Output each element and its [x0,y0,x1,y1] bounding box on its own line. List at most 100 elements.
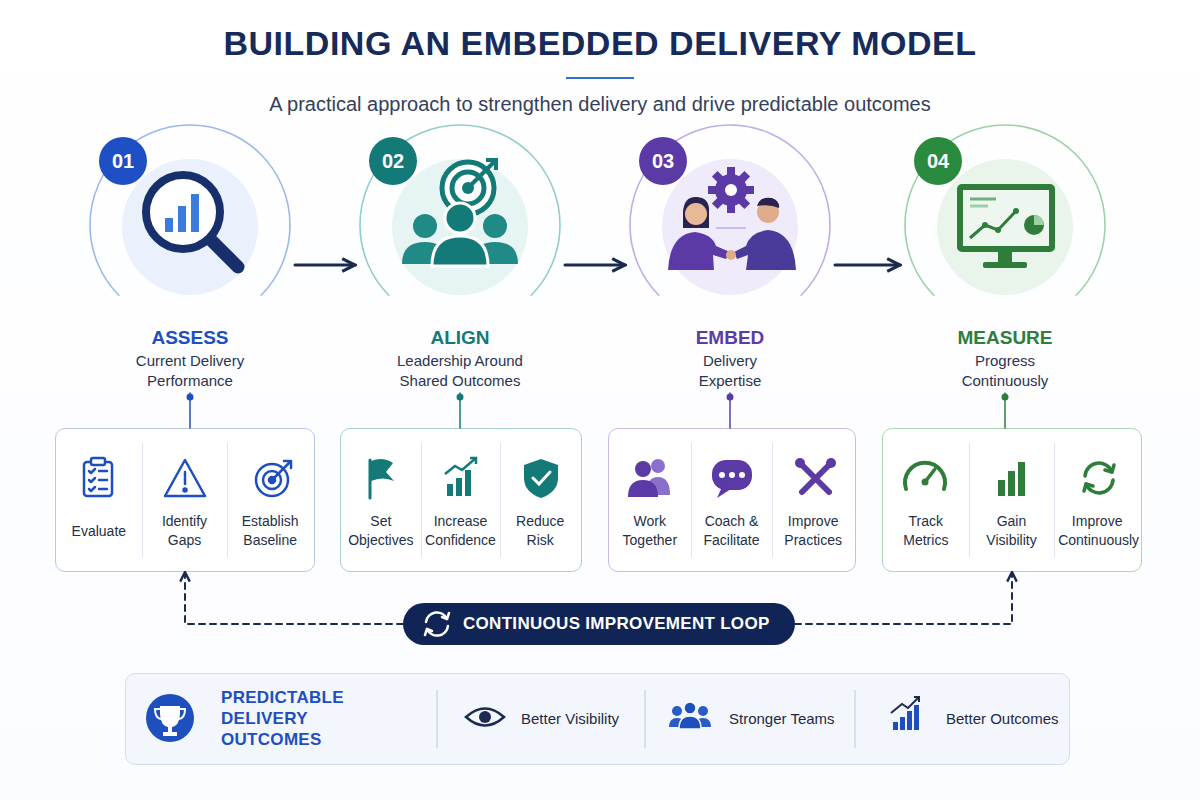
title-underline-part [566,77,634,79]
activity-label: Identify Gaps [145,512,223,550]
stage-heading: EMBED [625,327,835,349]
connector [187,393,194,428]
diagram-title: BUILDING AN EMBEDDED DELIVERY MODEL [0,24,1200,63]
step-number: 02 [382,150,404,173]
connector [457,393,464,428]
activity-label: Gain Visibility [972,512,1050,550]
cell-divider [500,443,501,557]
outcome-item: Better Outcomes [946,710,1059,727]
outcome-cell: PREDICTABLE DELIVERY OUTCOMES [221,674,411,763]
outcome-item: Stronger Teams [729,710,835,727]
activity-cell: Work Together [609,505,691,557]
outcome-cell: Better Visibility [521,674,671,763]
activity-label: Improve Continuously [1058,512,1136,550]
stage-arc-part [662,159,798,295]
outcome-band: PREDICTABLE DELIVERY OUTCOMES Better Visi… [125,673,1070,765]
connector [185,572,403,624]
stage-arc-part [122,159,258,295]
activity-box: Evaluate Identify GapsEstablish Baseline [55,428,315,572]
connector-line [795,572,1012,624]
activity-box: Work TogetherCoach & FacilitateImprove P… [608,428,856,572]
step-number-badge: 04 [914,137,962,185]
loop-label: CONTINUOUS IMPROVEMENT LOOP [463,603,770,645]
connector-line [459,393,461,428]
step-number: 04 [927,150,949,173]
stage-arc-part [937,159,1073,295]
outcome-cell: Better Outcomes [946,674,1076,763]
stage-description: Leadership Around Shared Outcomes [385,351,535,391]
activity-cell: Set Objectives [341,505,421,557]
stage-heading: MEASURE [900,327,1110,349]
cell-divider [1054,443,1055,557]
subtitle-label: A practical approach to strengthen deliv… [0,93,1200,116]
activity-label: Increase Confidence [421,512,499,550]
activity-box: Track MetricsGain VisibilityImprove Cont… [882,428,1142,572]
connector-line [185,572,403,624]
connector [295,265,355,266]
title-underline [566,78,634,79]
step-number-badge: 01 [99,137,147,185]
connector-dot [457,394,464,401]
cell-divider [227,443,228,557]
activity-cell: Increase Confidence [421,505,501,557]
activity-label: Work Together [611,512,689,550]
activity-cell: Identify Gaps [142,505,228,557]
stage-heading: ASSESS [85,327,295,349]
cell-divider [691,443,692,557]
activity-cell: Track Metrics [883,505,969,557]
connector-dot [187,394,194,401]
stage-circle: ALIGNLeadership Around Shared Outcomes 02 [355,115,565,393]
stage-arc-part [630,125,830,296]
step-number: 03 [652,150,674,173]
connector-dot [1002,394,1009,401]
cell-divider [969,443,970,557]
activity-cell: Reduce Risk [500,505,580,557]
activity-cell: Improve Continuously [1054,505,1140,557]
activity-cell: Gain Visibility [969,505,1055,557]
stage-circle: MEASUREProgress Continuously 04 [900,115,1110,393]
stage-heading: ALIGN [355,327,565,349]
step-number-badge: 03 [639,137,687,185]
activity-label: Set Objectives [342,512,420,550]
connector-dot [727,394,734,401]
stage-circle: EMBEDDelivery Expertise 03 [625,115,835,393]
connector-line [565,264,625,267]
activity-cell: Coach & Facilitate [691,505,773,557]
cell-divider [421,443,422,557]
connector [1002,393,1009,428]
connector-line [835,264,900,267]
connector-line [189,393,191,428]
connector [565,265,625,266]
activity-cell: Improve Practices [772,505,854,557]
stage-description: Delivery Expertise [680,351,780,391]
stage-arc-part [392,159,528,295]
loop-pill: CONTINUOUS IMPROVEMENT LOOP [403,603,795,645]
stage-description: Progress Continuously [945,351,1065,391]
stage-circle: ASSESSCurrent Delivery Performance 01 [85,115,295,393]
connector [835,265,900,266]
step-number: 01 [112,150,134,173]
activity-label: Evaluate [72,522,126,541]
connector-line [729,393,731,428]
stage-arc-part [90,125,290,296]
stage-arc-part [905,125,1105,296]
connector-line [1004,393,1006,428]
step-number-badge: 02 [369,137,417,185]
activity-label: Track Metrics [887,512,965,550]
activity-box: Set ObjectivesIncrease ConfidenceReduce … [340,428,582,572]
outcome-heading: PREDICTABLE DELIVERY OUTCOMES [221,687,411,750]
outcome-item: Better Visibility [521,710,619,727]
stage-description: Current Delivery Performance [115,351,265,391]
connector [727,393,734,428]
activity-label: Reduce Risk [501,512,579,550]
stage-arc-part [360,125,560,296]
connector [795,572,1012,624]
activity-label: Coach & Facilitate [692,512,770,550]
activity-label: Improve Practices [774,512,852,550]
activity-cell: Evaluate [56,505,142,557]
cell-divider [772,443,773,557]
connector-line [295,264,355,267]
activity-cell: Establish Baseline [227,505,313,557]
outcome-cell: Stronger Teams [729,674,879,763]
